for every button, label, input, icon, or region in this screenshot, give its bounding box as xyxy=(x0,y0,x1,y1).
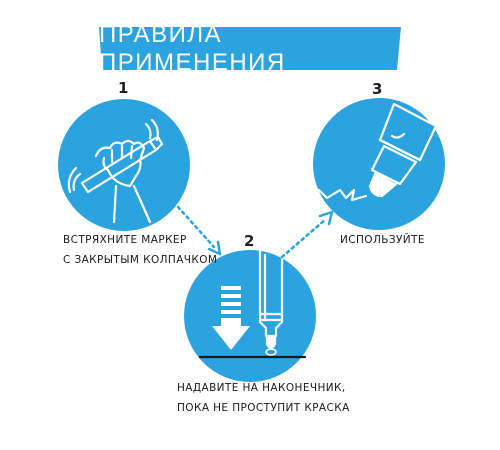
step-1-caption-line-1: ВСТРЯХНИТЕ МАРКЕР xyxy=(63,234,187,246)
page-title: ПРАВИЛА ПРИМЕНЕНИЯ xyxy=(99,20,286,76)
step-3-number: 3 xyxy=(372,80,383,98)
step-1-caption-line-2: С ЗАКРЫТЫМ КОЛПАЧКОМ xyxy=(63,254,218,266)
title-banner: ПРАВИЛА ПРИМЕНЕНИЯ xyxy=(99,21,401,76)
title-banner-background xyxy=(99,27,401,70)
shake-marker-hand-icon xyxy=(67,118,164,224)
flow-arrow-1-to-2 xyxy=(176,205,222,256)
step-3-illustration xyxy=(313,98,445,230)
step-2-caption-line-1: НАДАВИТЕ НА НАКОНЕЧНИК, xyxy=(177,382,346,394)
step-1-illustration xyxy=(58,99,190,231)
step-2-caption: НАДАВИТЕ НА НАКОНЕЧНИК, ПОКА НЕ ПРОСТУПИ… xyxy=(177,378,350,418)
step-3-caption: ИСПОЛЬЗУЙТЕ xyxy=(340,230,425,250)
ink-spot-icon xyxy=(265,348,277,356)
step-1-number: 1 xyxy=(118,79,129,97)
step-3-caption-line-1: ИСПОЛЬЗУЙТЕ xyxy=(340,234,425,246)
step-2-caption-line-2: ПОКА НЕ ПРОСТУПИТ КРАСКА xyxy=(177,402,350,414)
step-1-caption: ВСТРЯХНИТЕ МАРКЕР С ЗАКРЫТЫМ КОЛПАЧКОМ xyxy=(63,230,217,270)
flow-arrow-2-to-3 xyxy=(280,210,334,259)
marker-writing-icon xyxy=(368,102,438,198)
step-2-illustration xyxy=(184,248,316,382)
press-tip-icon xyxy=(198,248,307,359)
step-2-number: 2 xyxy=(244,232,255,250)
step-3-circle xyxy=(313,98,445,230)
written-line-icon xyxy=(317,188,368,202)
